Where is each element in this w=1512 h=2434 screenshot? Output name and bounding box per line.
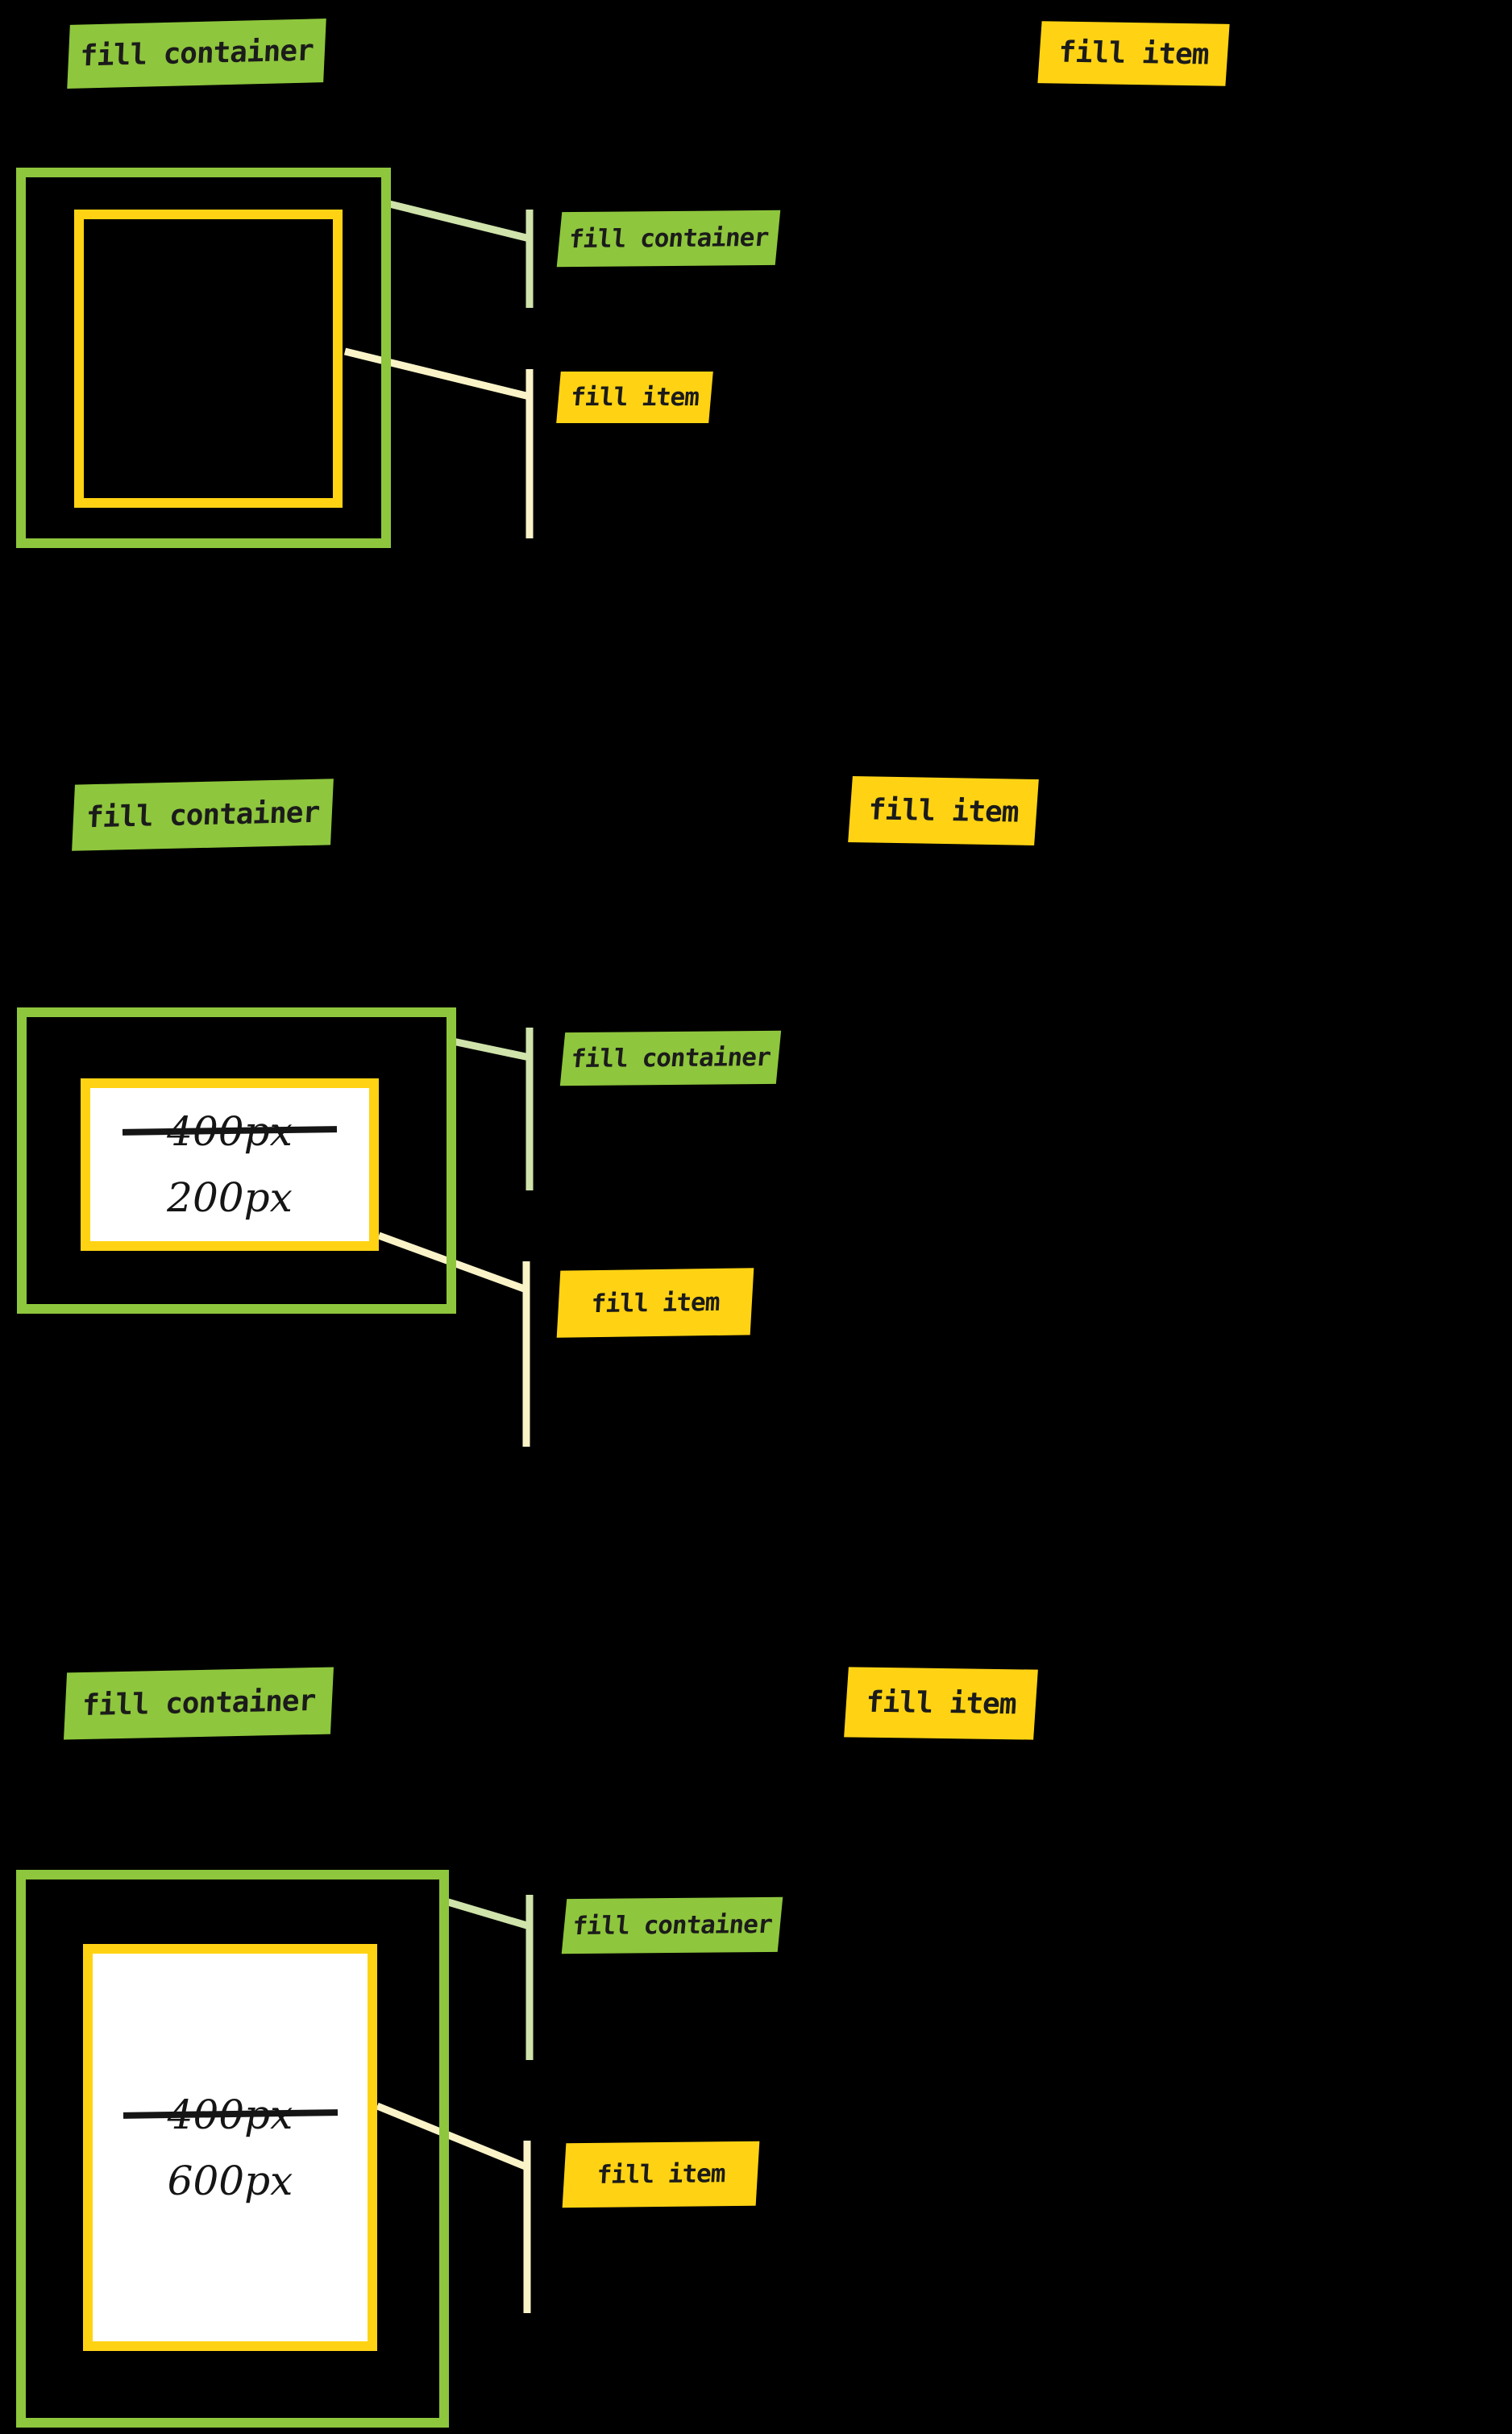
fill-container-callout-label-2: fill container [569, 1042, 772, 1074]
fill-container-header-label-2: fill container [85, 795, 321, 834]
fill-item-callout-label-3: fill item [596, 2159, 726, 2190]
resolved-width-3: 600px [167, 2157, 293, 2204]
fill-item-callout-label-2: fill item [590, 1287, 721, 1319]
fill-container-header-tag-1: fill container [67, 19, 326, 89]
item-box-3: 400px 600px [83, 1944, 377, 2351]
container-box-3 [16, 1870, 449, 2428]
fill-container-header-label-3: fill container [81, 1684, 317, 1723]
container-box-1 [16, 168, 391, 548]
fill-item-callout-tag-1: fill item [556, 372, 713, 423]
callout-diagonal-line-container-1 [388, 200, 531, 243]
declared-width-strikethrough-3: 400px [167, 2091, 293, 2138]
fill-item-callout-label-1: fill item [569, 383, 700, 412]
fill-container-callout-label-1: fill container [567, 222, 770, 255]
fill-item-header-label-3: fill item [865, 1685, 1017, 1722]
fill-container-callout-label-3: fill container [571, 1909, 774, 1942]
fill-item-header-tag-2: fill item [848, 776, 1039, 845]
item-size-text-2: 400px 200px [90, 1088, 369, 1241]
item-box-2: 400px 200px [81, 1078, 379, 1251]
fill-item-header-label-2: fill item [867, 792, 1020, 829]
fill-item-callout-tag-3: fill item [562, 2141, 760, 2208]
fill-container-callout-tag-1: fill container [556, 210, 781, 268]
fill-item-header-tag-1: fill item [1037, 21, 1230, 86]
item-size-text-3: 400px 600px [93, 1954, 368, 2341]
fill-container-header-tag-3: fill container [64, 1667, 334, 1740]
callout-diagonal-line-container-2 [448, 1036, 530, 1061]
callout-diagonal-line-item-3 [376, 2102, 529, 2171]
callout-diagonal-line-container-3 [447, 1898, 531, 1930]
fill-container-callout-tag-2: fill container [559, 1030, 782, 1086]
fill-item-callout-tag-2: fill item [556, 1268, 754, 1338]
fill-container-callout-tag-3: fill container [561, 1896, 783, 1954]
resolved-width-2: 200px [167, 1174, 293, 1221]
fill-item-header-tag-3: fill item [844, 1667, 1038, 1740]
callout-diagonal-line-item-1 [343, 347, 531, 401]
fill-item-header-label-1: fill item [1057, 35, 1210, 72]
fill-container-header-tag-2: fill container [72, 779, 334, 851]
declared-width-strikethrough-2: 400px [167, 1108, 293, 1155]
container-box-2 [17, 1007, 456, 1314]
item-box-1 [74, 210, 343, 508]
fill-container-header-label-1: fill container [79, 34, 314, 73]
